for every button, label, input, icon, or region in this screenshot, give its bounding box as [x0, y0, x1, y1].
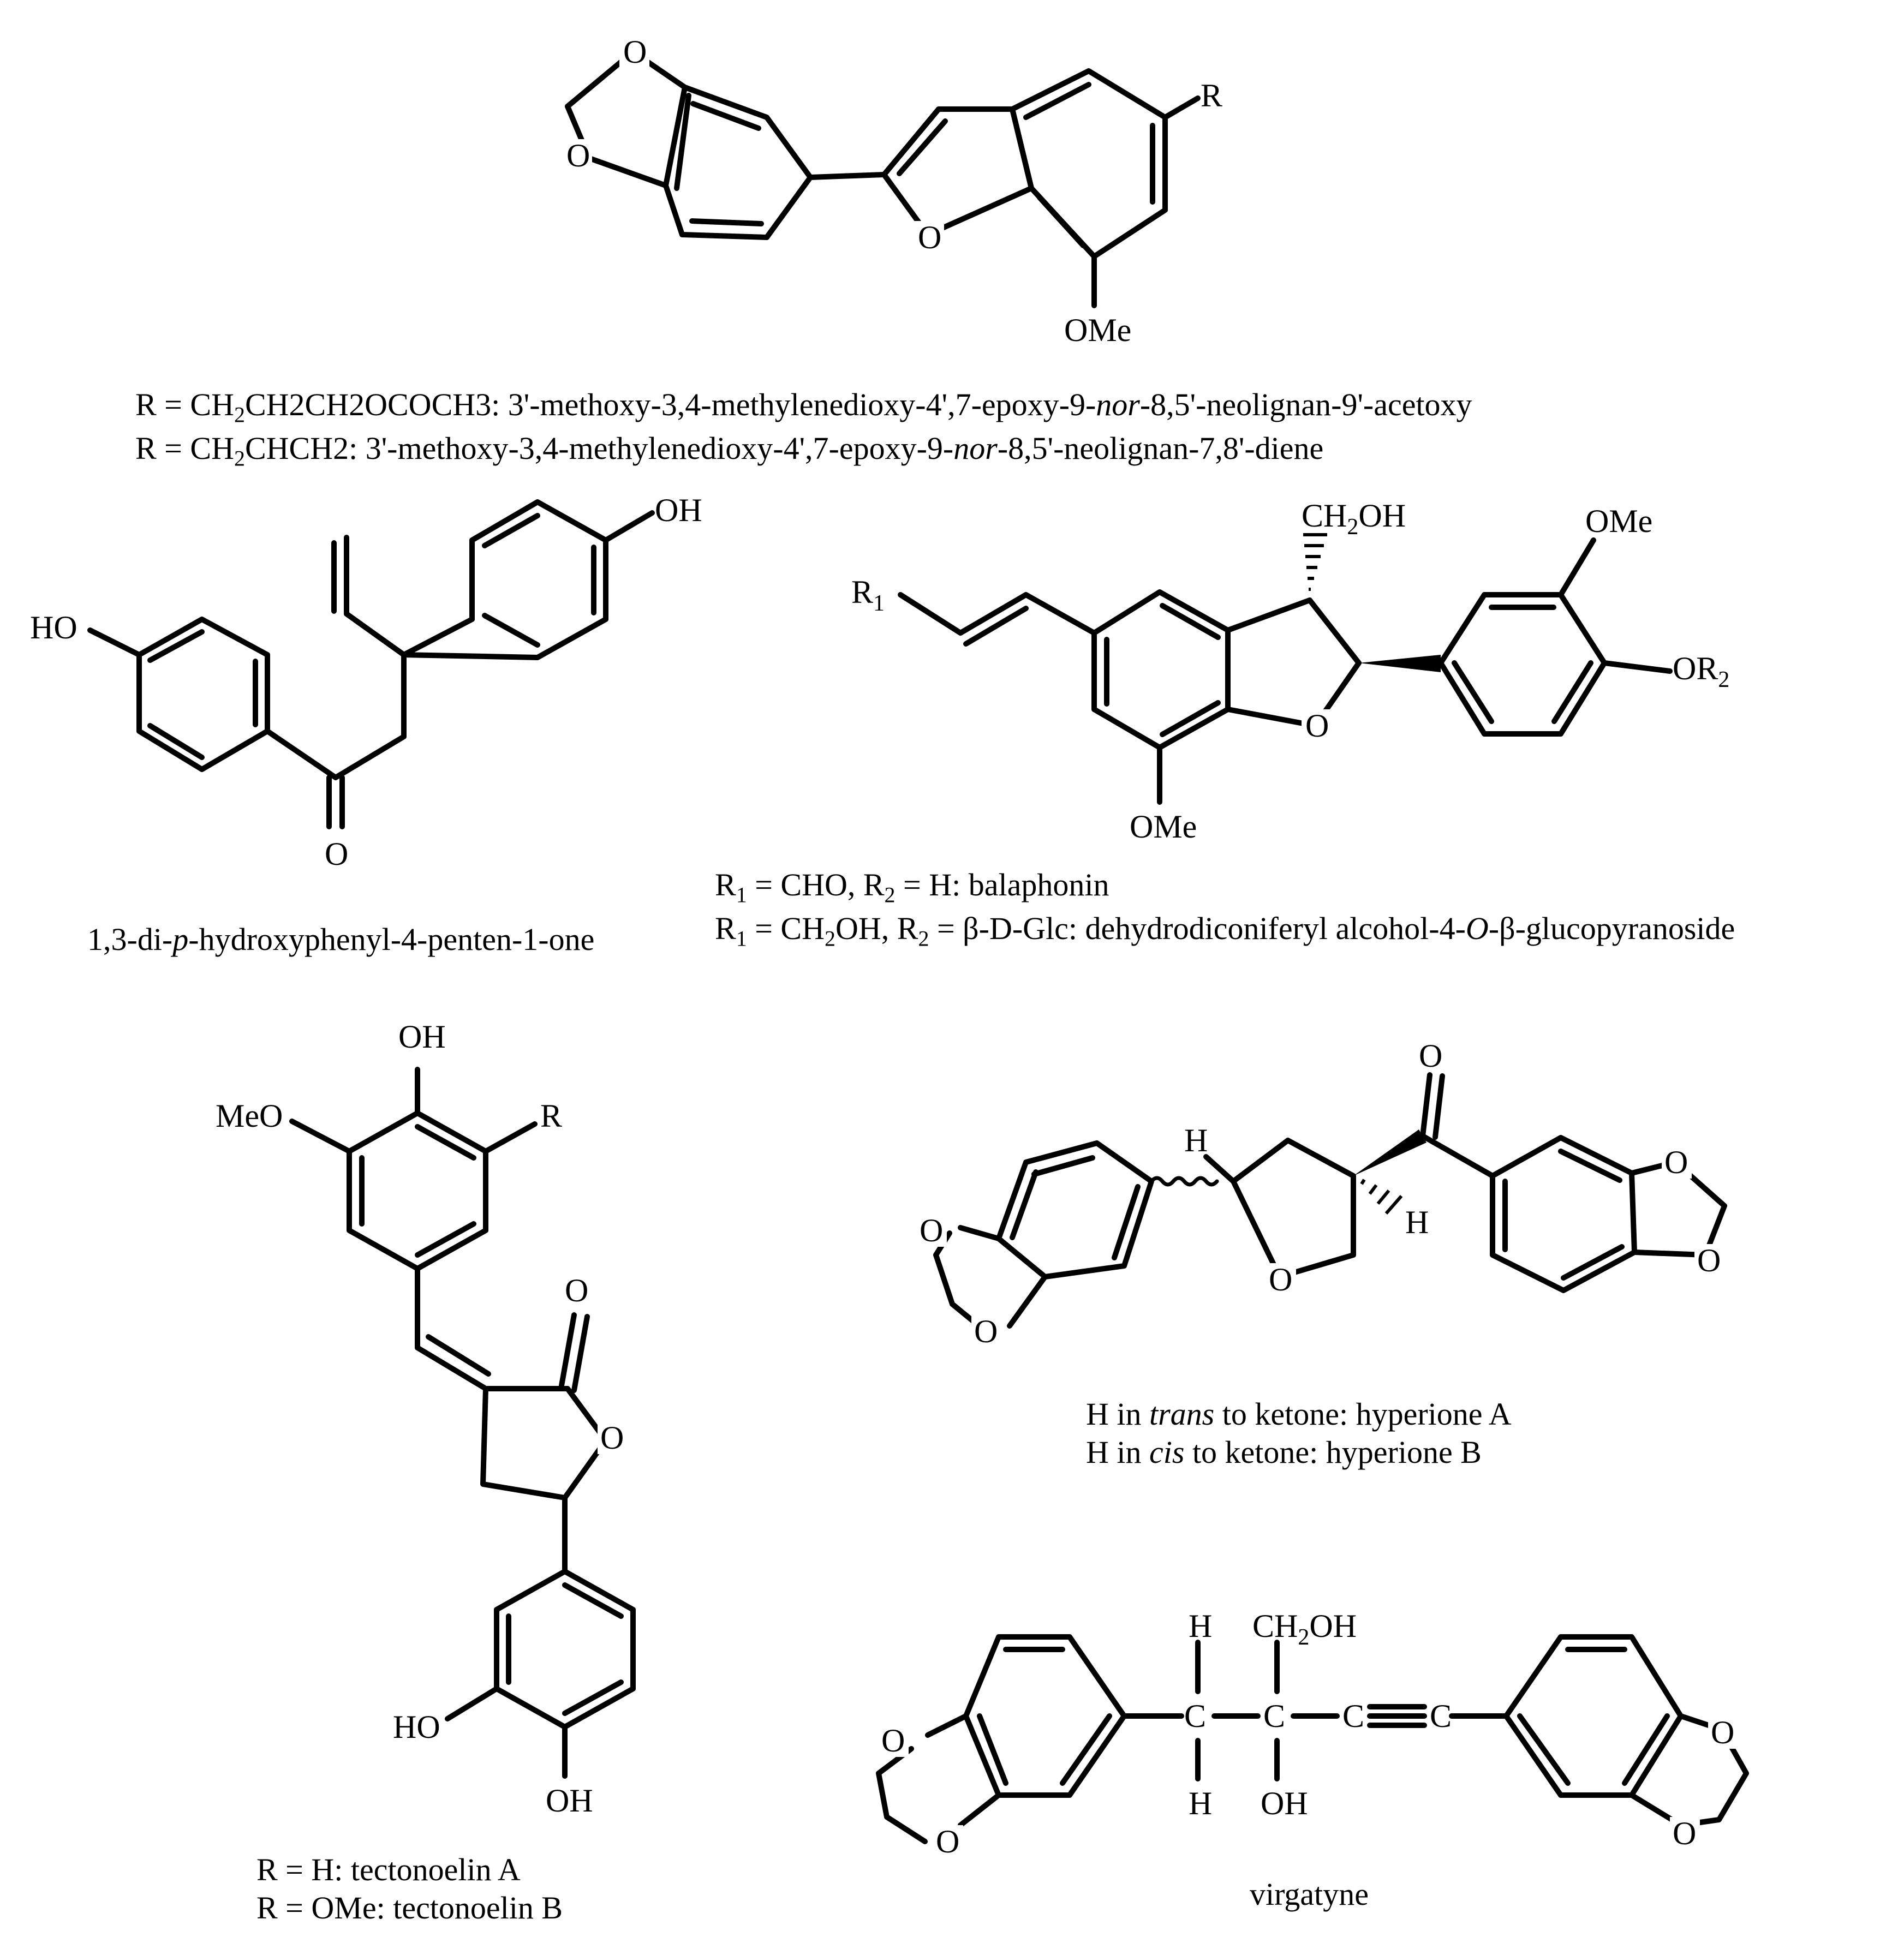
atom-o: O [325, 836, 348, 872]
atom-meo: MeO [216, 1098, 283, 1134]
structure-hyperione: O O H O H O O O [917, 1038, 1727, 1349]
atom-o: O [600, 1420, 624, 1456]
atom-o: O [920, 1212, 943, 1248]
atom-o: O [881, 1723, 905, 1759]
atom-oh: OH [655, 492, 702, 528]
atom-o: O [1419, 1038, 1442, 1074]
caption-hyperione-b: H in cis to ketone: hyperione B [1086, 1434, 1482, 1470]
atom-ho: HO [30, 609, 77, 645]
atom-or2: OR2 [1673, 650, 1729, 692]
atom-ch2oh: CH2OH [1302, 498, 1406, 540]
atom-o: O [936, 1824, 959, 1860]
caption-tectonoelin-a: R = H: tectonoelin A [256, 1852, 521, 1887]
atom-h: H [1184, 1122, 1208, 1158]
atom-o: O [1711, 1714, 1734, 1750]
atom-o: O [974, 1313, 998, 1349]
atom-o: O [565, 1272, 588, 1308]
atom-oh: OH [398, 1019, 446, 1055]
atom-o: O [1697, 1242, 1721, 1278]
caption-tectonoelin-b: R = OMe: tectonoelin B [256, 1890, 563, 1926]
atom-ho: HO [393, 1709, 440, 1745]
caption-dehydrodiconiferyl: R1 = CH2OH, R2 = β-D-Glc: dehydrodiconif… [715, 911, 1735, 951]
atom-c: C [1184, 1698, 1206, 1734]
caption-neolignan-diene: R = CH2CHCH2: 3'-methoxy-3,4-methylenedi… [135, 431, 1324, 471]
hashed-bond [1303, 533, 1327, 591]
caption-pentenone: 1,3-di-p-hydroxyphenyl-4-penten-1-one [87, 922, 595, 957]
wedge-bond [1359, 655, 1441, 672]
atom-r: R [1201, 77, 1222, 113]
atom-h: H [1405, 1204, 1429, 1240]
atom-o: O [1673, 1815, 1696, 1851]
structure-pentenone: HO OH O [30, 492, 702, 872]
atom-o: O [1664, 1144, 1688, 1180]
atom-o: O [1305, 708, 1329, 744]
hashed-bond [1360, 1179, 1403, 1215]
caption-balaphonin: R1 = CHO, R2 = H: balaphonin [715, 867, 1109, 907]
atom-o: O [1269, 1262, 1292, 1298]
caption-hyperione-a: H in trans to ketone: hyperione A [1086, 1396, 1512, 1432]
atom-o: O [918, 219, 941, 255]
atom-oh: OH [546, 1783, 593, 1819]
wedge-bond [1353, 1129, 1426, 1176]
atom-r: R [540, 1098, 562, 1134]
atom-h: H [1189, 1608, 1212, 1644]
atom-h: H [1189, 1785, 1212, 1821]
atom-ome: OMe [1585, 503, 1652, 539]
atom-ome: OMe [1130, 809, 1197, 845]
atom-r1: R1 [851, 574, 885, 616]
structure-tectonoelin: OH MeO R O O HO OH [216, 1019, 636, 1819]
atom-o: O [566, 137, 590, 174]
caption-virgatyne: virgatyne [1250, 1876, 1369, 1912]
atom-ome: OMe [1064, 312, 1131, 348]
atom-c: C [1263, 1698, 1285, 1734]
atom-oh: OH [1261, 1785, 1308, 1821]
atom-o: O [623, 34, 647, 70]
structure-neolignan-benzofuran: O O O R OMe [562, 34, 1222, 348]
caption-neolignan-acetoxy: R = CH2CH2CH2OCOCH3: 3'-methoxy-3,4-meth… [135, 387, 1472, 427]
atom-c: C [1342, 1698, 1364, 1734]
atom-ch2oh: CH2OH [1252, 1608, 1357, 1650]
structure-virgatyne: H C H CH2OH C OH C C O O O O [876, 1608, 1749, 1860]
structure-dihydrobenzofuran: O CH2OH OMe OR2 R1 OMe [851, 498, 1729, 845]
atom-c: C [1430, 1698, 1452, 1734]
